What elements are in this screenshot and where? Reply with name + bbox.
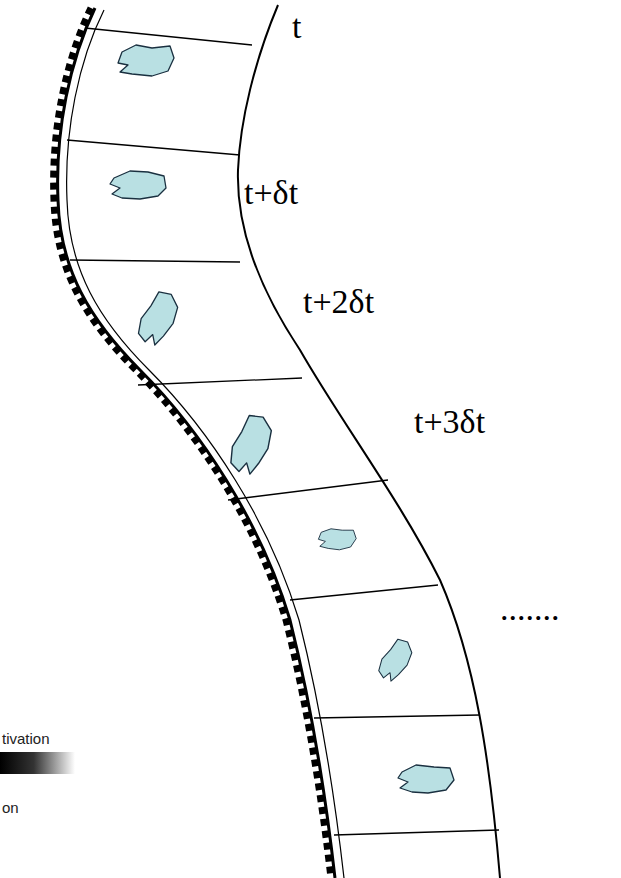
time-label: t+δt	[244, 176, 298, 210]
gradient-bar	[0, 752, 75, 774]
time-label: t+3δt	[414, 405, 485, 439]
time-label: t	[292, 10, 301, 44]
legend-text: tivation	[2, 731, 50, 746]
strip-edge	[67, 10, 344, 878]
strip-edge	[238, 5, 500, 878]
time-label: t+2δt	[303, 285, 374, 319]
dashed-membrane	[54, 8, 331, 878]
frame-lines	[67, 28, 499, 835]
legend-text: on	[2, 800, 19, 815]
cell-blob	[110, 45, 454, 793]
continuation-dots: .......	[500, 592, 560, 626]
